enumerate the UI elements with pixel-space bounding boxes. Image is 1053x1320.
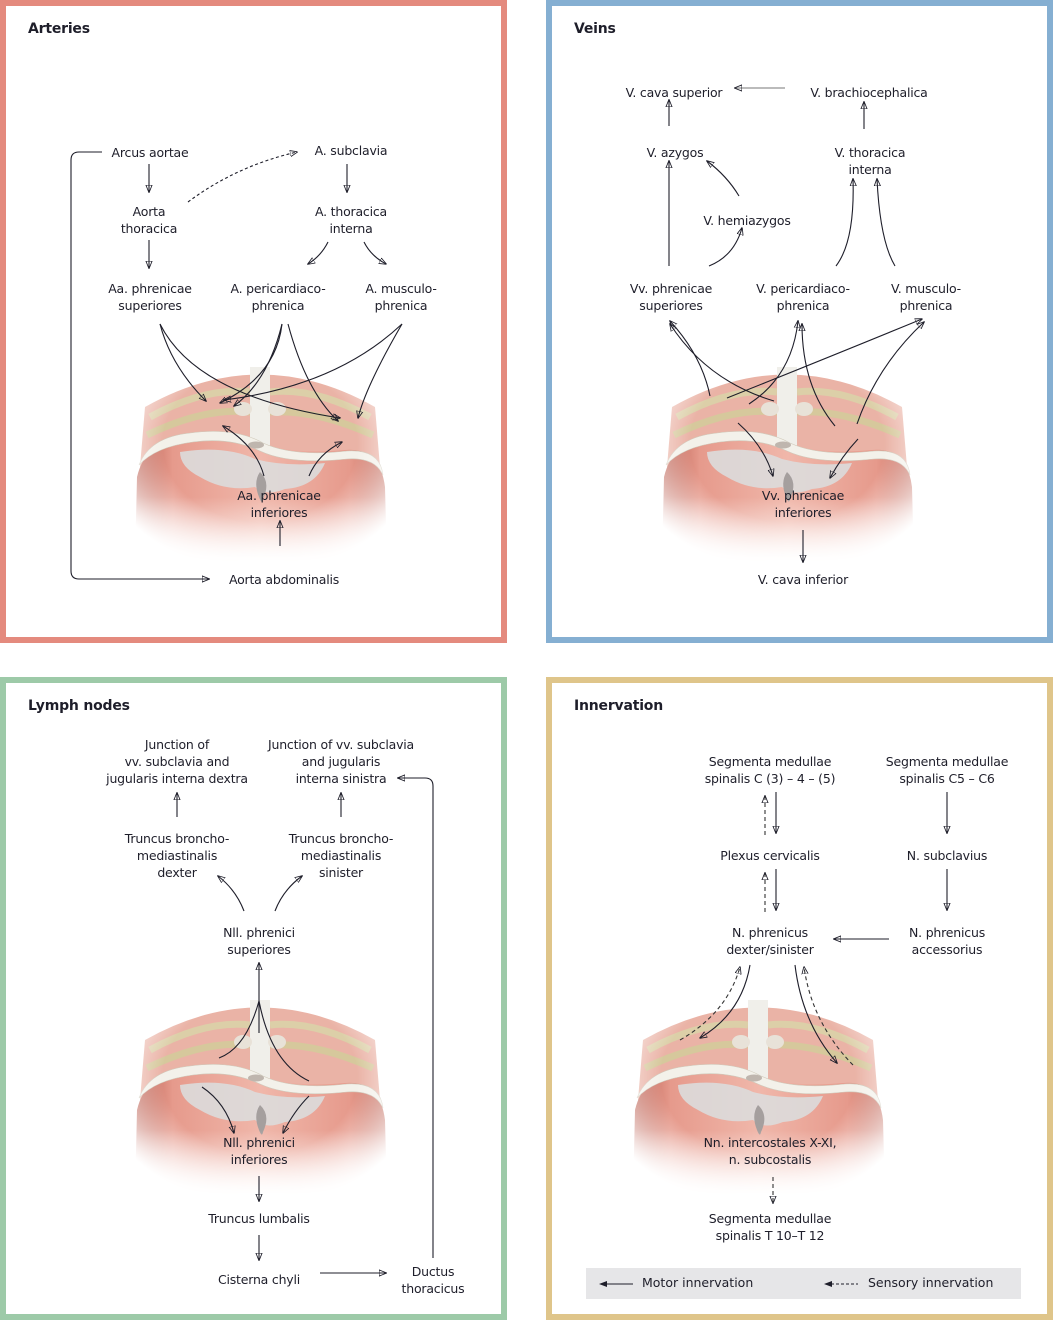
- arrow: [274, 876, 302, 912]
- motor-arrow-icon: [599, 1281, 633, 1287]
- label-segmenta-c5-c6: Segmenta medullae spinalis C5 – C6: [885, 754, 1009, 786]
- label-truncus-lumbalis: Truncus lumbalis: [208, 1211, 310, 1226]
- arrow: [363, 241, 386, 264]
- legend-sensory-label: Sensory innervation: [868, 1275, 994, 1290]
- label-v-thoracica-interna: V. thoracica interna: [834, 145, 906, 177]
- legend-motor-label: Motor innervation: [642, 1275, 754, 1290]
- arrow: [187, 152, 297, 203]
- arrow: [218, 876, 245, 912]
- arrow: [707, 161, 740, 197]
- label-aorta-abdominalis: Aorta abdominalis: [228, 572, 340, 587]
- label-a-subclavia: A. subclavia: [314, 143, 388, 158]
- sensory-arrow-icon: [824, 1281, 858, 1287]
- label-truncus-bronchomediastinalis-dexter: Truncus broncho- mediastinalis dexter: [124, 831, 230, 880]
- label-a-thoracica-interna: A. thoracica interna: [314, 204, 388, 236]
- panel-title: Lymph nodes: [28, 698, 130, 714]
- label-vv-phrenicae-inferiores: Vv. phrenicae inferiores: [761, 488, 845, 520]
- label-v-musculophrenica: V. musculo- phrenica: [891, 281, 961, 313]
- legend: Motor innervation Sensory innervation: [586, 1268, 1021, 1299]
- panel-title: Arteries: [28, 21, 90, 37]
- label-v-cava-superior: V. cava superior: [625, 85, 723, 100]
- arteries-panel: Arteries Arcus aortae A. subclavia Aorta…: [0, 0, 507, 643]
- arrow: [877, 179, 896, 267]
- label-v-pericardiacophrenica: V. pericardiaco- phrenica: [756, 281, 850, 313]
- label-arcus-aortae: Arcus aortae: [111, 145, 189, 160]
- label-n-phrenicus: N. phrenicus dexter/sinister: [726, 925, 814, 957]
- label-v-hemiazygos: V. hemiazygos: [703, 213, 791, 228]
- label-junction-sinistra: Junction of vv. subclavia and jugularis …: [267, 737, 415, 786]
- arrow: [708, 228, 742, 267]
- diaphragm-illustration: [125, 347, 395, 562]
- veins-panel: Veins V. cava superior V. brachiocephali…: [546, 0, 1053, 643]
- label-vv-phrenicae-superiores: Vv. phrenicae superiores: [629, 281, 713, 313]
- label-plexus-cervicalis: Plexus cervicalis: [720, 848, 820, 863]
- label-n-phrenicus-accessorius: N. phrenicus accessorius: [908, 925, 986, 957]
- label-aa-phrenicae-inferiores: Aa. phrenicae inferiores: [237, 488, 321, 520]
- label-nll-phrenici-superiores: Nll. phrenici superiores: [223, 925, 295, 957]
- label-aorta-thoracica: Aorta thoracica: [120, 204, 178, 236]
- label-v-azygos: V. azygos: [646, 145, 704, 160]
- innervation-panel: Innervation Segmenta medullae spinalis C…: [546, 677, 1053, 1320]
- label-truncus-bronchomediastinalis-sinister: Truncus broncho- mediastinalis sinister: [288, 831, 394, 880]
- label-segmenta-c3-5: Segmenta medullae spinalis C (3) – 4 – (…: [704, 754, 836, 786]
- panel-title: Innervation: [574, 698, 663, 714]
- label-junction-dextra: Junction of vv. subclavia and jugularis …: [106, 737, 248, 786]
- label-v-cava-inferior: V. cava inferior: [757, 572, 849, 587]
- label-a-musculophrenica: A. musculo- phrenica: [365, 281, 437, 313]
- label-v-brachiocephalica: V. brachiocephalica: [810, 85, 928, 100]
- label-segmenta-t10-t12: Segmenta medullae spinalis T 10–T 12: [708, 1211, 832, 1243]
- arrow: [308, 241, 329, 264]
- label-a-pericardiacophrenica: A. pericardiaco- phrenica: [230, 281, 326, 313]
- label-nll-phrenici-inferiores: Nll. phrenici inferiores: [223, 1135, 295, 1167]
- panel-title: Veins: [574, 21, 616, 37]
- arrow: [835, 179, 853, 267]
- label-nn-intercostales: Nn. intercostales X-XI, n. subcostalis: [703, 1135, 837, 1167]
- lymph-nodes-panel: Lymph nodes Junction of vv. subclavia an…: [0, 677, 507, 1320]
- diaphragm-illustration: [652, 347, 922, 562]
- label-n-subclavius: N. subclavius: [906, 848, 988, 863]
- label-cisterna-chyli: Cisterna chyli: [217, 1272, 301, 1287]
- bracket-line: [398, 778, 434, 1258]
- label-ductus-thoracicus: Ductus thoracicus: [401, 1264, 465, 1296]
- label-aa-phrenicae-superiores: Aa. phrenicae superiores: [108, 281, 192, 313]
